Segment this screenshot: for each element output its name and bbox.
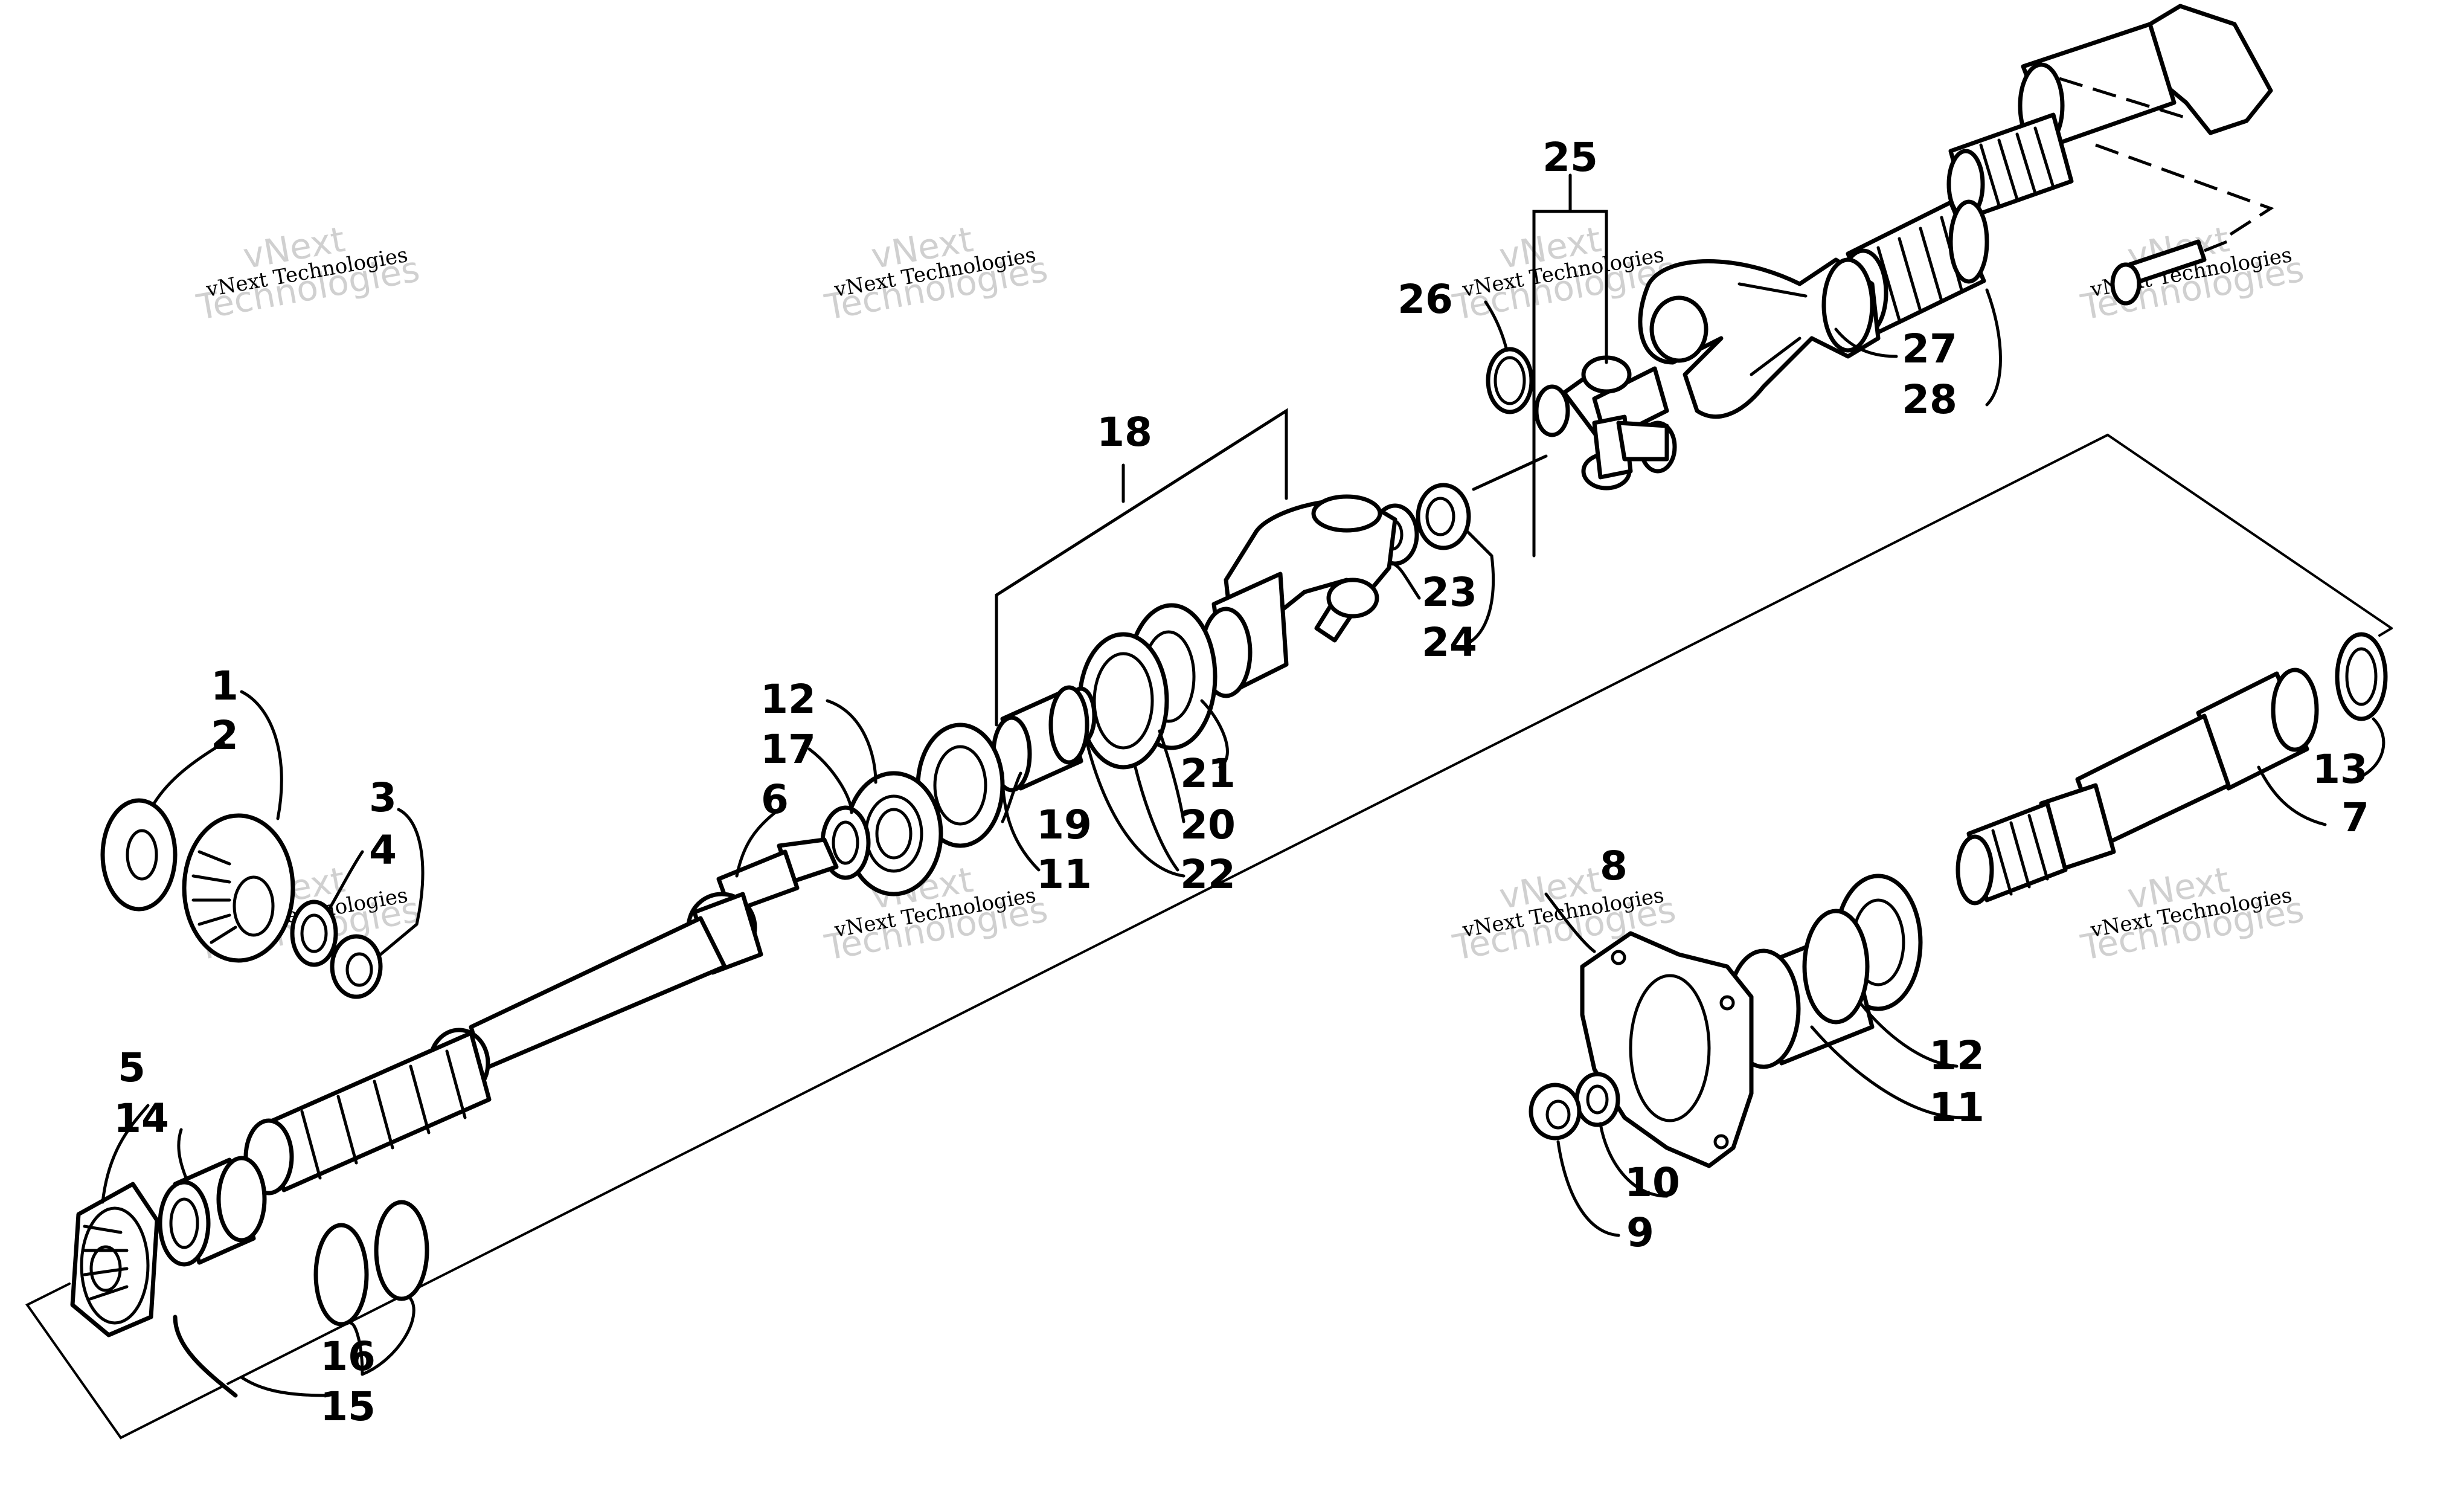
callout-24: 24 [1422,619,1477,666]
callout-1: 1 [211,663,239,709]
callout-21: 21 [1180,750,1236,797]
part-13-spline-ring [2335,632,2388,721]
part-1-ring-gear [182,813,295,963]
callout-12-lower: 12 [1929,1032,1984,1079]
part-4-washer [290,900,338,967]
part-26-snap-ring [1486,347,1534,414]
callout-11-lower: 11 [1929,1084,1984,1131]
callout-8: 8 [1600,843,1628,889]
callout-10: 10 [1625,1159,1680,1206]
callout-12-upper: 12 [760,676,816,723]
callout-5: 5 [118,1044,146,1091]
callout-2: 2 [211,712,239,759]
part-27-yoke [1638,257,1881,419]
part-8-flange-housing [1580,931,1754,1168]
part-14-bearing [158,1156,267,1267]
callout-11-upper: 11 [1036,851,1092,898]
part-6-main-shaft [243,837,839,1196]
bolt [2110,237,2235,306]
callout-16: 16 [320,1333,376,1380]
part-3-nut [330,934,383,999]
callout-15: 15 [320,1383,376,1430]
callout-14: 14 [114,1095,169,1142]
part-18-yoke-assembly [1199,494,1397,698]
assembly-outline [25,433,2393,1440]
part-10-washer [1574,1072,1620,1127]
watermark-2: vNext Technologies vNext Technologies [821,219,1051,328]
callout-6: 6 [761,776,789,823]
callout-labels: 1 2 3 4 5 14 6 17 12 18 19 11 20 22 21 2… [114,134,2369,1430]
callout-26: 26 [1397,276,1453,323]
callout-4: 4 [369,827,397,874]
part-7-output-shaft [1955,668,2319,906]
callout-19: 19 [1036,802,1092,848]
part-5-bevel-gear [70,1182,159,1337]
callout-17: 17 [760,726,816,773]
callout-22: 22 [1180,851,1236,898]
part-11-lower-seal [1726,909,1875,1069]
watermark-4: vNext Technologies vNext Technologies [2077,219,2307,328]
group-brackets [995,173,1608,727]
part-2-washer [100,798,178,912]
callout-7: 7 [2341,794,2369,841]
callout-3: 3 [369,774,397,821]
callout-27: 27 [1902,326,1957,372]
callout-13: 13 [2312,746,2368,793]
callout-9: 9 [1626,1209,1654,1256]
part-16-circlips [313,1200,429,1327]
part-24-seal [1416,483,1471,550]
callout-23: 23 [1422,569,1477,616]
callout-28: 28 [1902,376,1957,423]
upper-driveshaft-end [1946,4,2274,237]
part-19-collar [991,685,1089,793]
part-25-universal-joint-cross [1534,355,1677,491]
leader-lines [101,288,2385,1397]
callout-25: 25 [1542,134,1598,181]
part-15-circlip [173,1315,238,1398]
callout-18: 18 [1097,409,1152,455]
watermark-8: vNext Technologies vNext Technologies [2077,859,2307,968]
part-9-nut [1529,1083,1582,1141]
callout-20: 20 [1180,802,1236,848]
watermark-1: vNext Technologies vNext Technologies [193,219,423,328]
